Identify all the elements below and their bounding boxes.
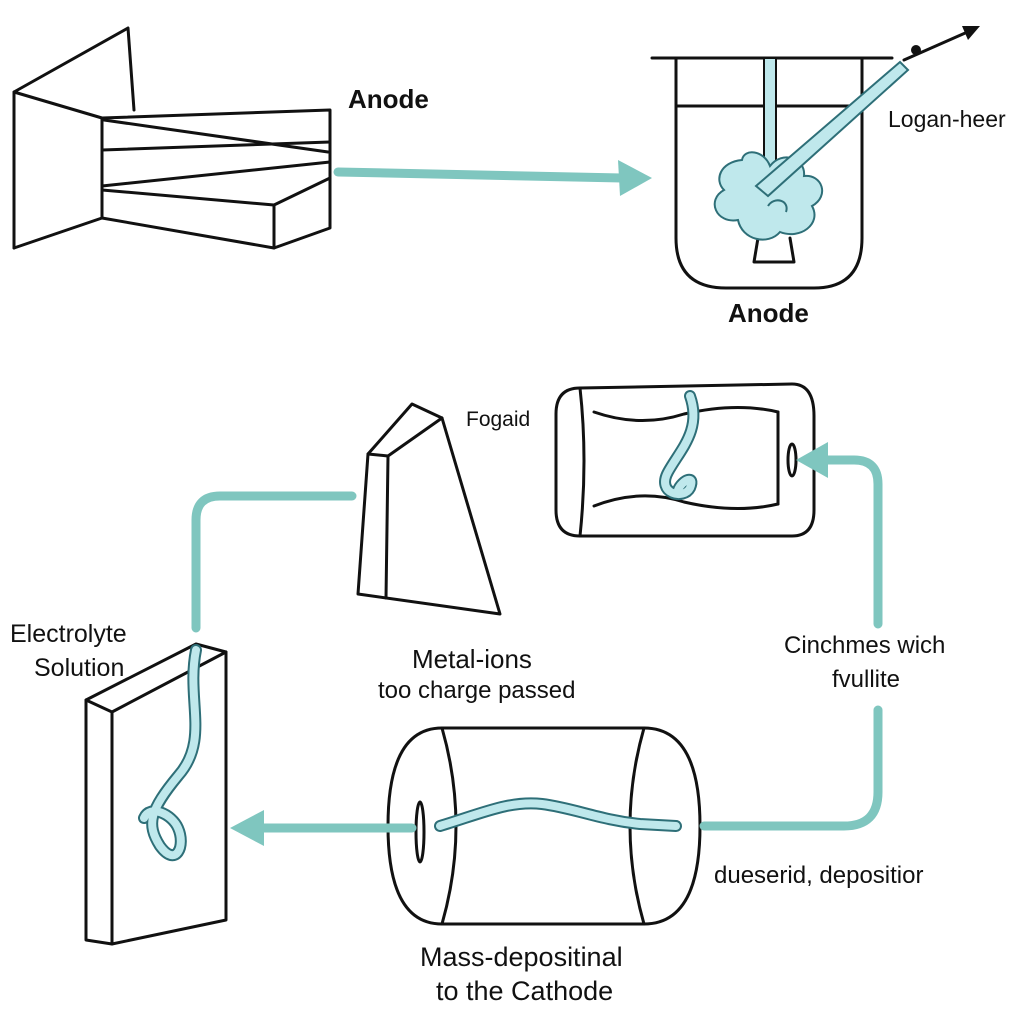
cinchmes-label-line1: Cinchmes wich [784, 632, 946, 659]
anode-top-label: Anode [348, 84, 429, 114]
beaker [650, 26, 980, 290]
mass-label-line1: Mass-depositinal [420, 942, 623, 972]
metal-ions-label-line2: too charge passed [378, 677, 576, 704]
electrolyte-label-line2: Solution [34, 654, 125, 682]
fogaid-label: Fogaid [466, 408, 531, 431]
bottom-cylinder [386, 726, 702, 926]
wedge-electrode [356, 402, 502, 616]
electrolyte-column [84, 642, 228, 946]
flow-arrow-left-loop [191, 491, 357, 633]
flow-arrow-bottom [230, 810, 417, 846]
anode-plate-stack [12, 26, 332, 250]
electrolyte-label-line1: Electrolyte [10, 620, 127, 648]
dueserid-label: dueserid, depositior [714, 862, 924, 889]
flow-arrow-right-loop [699, 442, 883, 831]
mass-label-line2: to the Cathode [436, 976, 614, 1006]
metal-ions-label-line1: Metal-ions [412, 644, 532, 674]
flow-arrow-top [333, 160, 652, 196]
anode-beaker-label: Anode [728, 298, 809, 328]
logan-heer-label: Logan-heer [888, 106, 1006, 132]
cinchmes-label-line2: fvullite [832, 666, 901, 693]
top-cylinder [554, 382, 816, 538]
